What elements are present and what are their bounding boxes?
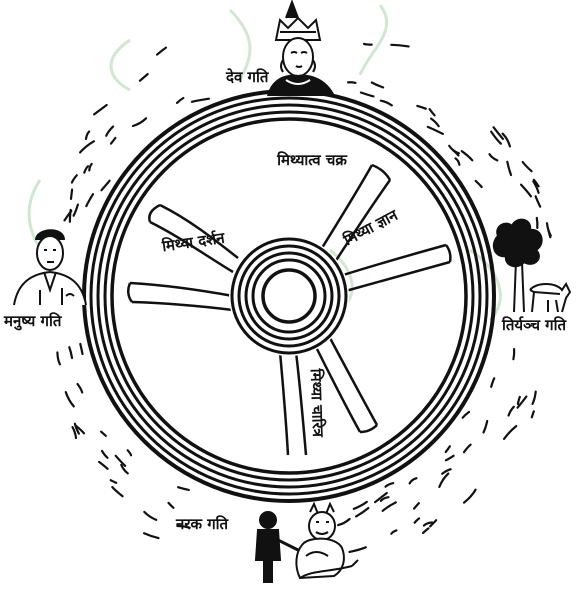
label-deva-gati: देव गति — [225, 68, 270, 86]
swirl-stroke — [507, 162, 511, 175]
swirl-stroke — [415, 518, 420, 522]
swirl-stroke — [169, 503, 174, 508]
swirl-stroke — [532, 411, 534, 417]
swirl-stroke — [386, 483, 394, 487]
swirl-stroke — [101, 432, 106, 436]
swirl-stroke — [86, 132, 89, 140]
swirl-stroke — [348, 82, 355, 83]
swirl-stroke — [89, 164, 91, 171]
swirl-stroke — [72, 175, 77, 182]
hell-scene-icon — [256, 504, 358, 582]
swirl-stroke — [383, 502, 396, 510]
swirl-stroke — [533, 392, 536, 404]
swirl-stroke — [144, 533, 158, 538]
spoke-label-charitra: मिथ्या चारित्र — [307, 367, 327, 437]
swirl-stroke — [523, 162, 532, 171]
swirl-stroke — [430, 109, 435, 115]
swirl-stroke — [549, 230, 551, 237]
swirl-stroke — [361, 93, 374, 97]
wheel-title: मिथ्यात्व चक्र — [276, 151, 348, 169]
swirl-stroke — [86, 194, 93, 206]
swirl-stroke — [178, 487, 189, 490]
swirl-stroke — [192, 99, 209, 102]
label-tiryanch-gati: तिर्यञ्च गति — [501, 316, 568, 334]
swirl-stroke — [431, 119, 439, 127]
swirl-stroke — [536, 196, 541, 206]
swirl-stroke — [133, 118, 146, 126]
swirl-stroke — [381, 101, 392, 106]
swirl-stroke — [463, 412, 469, 418]
swirl-stroke — [144, 512, 156, 520]
swirl-stroke — [476, 181, 482, 187]
swirl-stroke — [537, 218, 538, 228]
swirl-stroke — [350, 547, 366, 552]
swirl-stroke — [410, 478, 417, 483]
swirl-stroke — [66, 392, 74, 406]
swirl-stroke — [490, 154, 498, 160]
swirl-stroke — [338, 519, 350, 525]
swirl-stroke — [80, 344, 82, 354]
swirl-stroke — [503, 134, 510, 147]
swirl-stroke — [414, 503, 419, 508]
swirl-stroke — [484, 421, 488, 433]
human-figure-icon — [14, 230, 86, 305]
deity-figure-icon — [268, 2, 334, 96]
swirl-stroke — [364, 44, 372, 45]
swirl-stroke — [513, 349, 514, 359]
spoke-bottom-left — [280, 352, 306, 455]
swirl-stroke — [446, 456, 454, 461]
swirl-stroke — [106, 127, 113, 136]
swirl-stroke — [111, 138, 115, 144]
swirl-stroke — [140, 74, 148, 81]
wheel: मिथ्यात्व चक्र मिथ्या दर्शन मिथ्या ज्ञान… — [84, 91, 494, 501]
label-naraka-gati: नरक गति — [175, 515, 230, 533]
swirl-stroke — [462, 151, 473, 160]
swirl-stroke — [417, 106, 426, 109]
swirl-stroke — [521, 185, 531, 197]
swirl-stroke — [446, 446, 450, 452]
swirl-stroke — [464, 445, 471, 453]
tree-and-animal-icon — [494, 220, 570, 312]
swirl-stroke — [504, 426, 516, 439]
label-manushya-gati: मनुष्य गति — [3, 312, 63, 331]
swirl-stroke — [464, 490, 476, 503]
spoke-left — [128, 283, 233, 310]
swirl-stroke — [491, 378, 494, 386]
swirl-stroke — [157, 48, 166, 55]
swirl-stroke — [391, 530, 396, 533]
swirl-stroke — [74, 205, 78, 216]
swirl-stroke — [518, 397, 520, 404]
swirl-stroke — [391, 45, 408, 47]
swirl-stroke — [69, 347, 72, 358]
swirl-stroke — [57, 353, 60, 365]
swirl-stroke — [177, 98, 183, 103]
swirl-stroke — [71, 190, 72, 199]
swirl-stroke — [354, 502, 367, 509]
swirl-stroke — [428, 127, 443, 134]
swirl-stroke — [99, 462, 108, 469]
swirl-stroke — [509, 407, 514, 416]
swirl-stroke — [102, 451, 108, 458]
swirl-stroke — [84, 166, 88, 172]
swirl-stroke — [423, 528, 428, 533]
swirl-stroke — [456, 158, 460, 164]
swirl-stroke — [94, 105, 107, 114]
swirl-stroke — [128, 450, 131, 455]
swirl-stroke — [372, 83, 383, 88]
spoke-right — [340, 245, 450, 292]
swirl-stroke — [111, 480, 117, 483]
swirl-stroke — [356, 508, 368, 516]
swirl-stroke — [112, 487, 122, 496]
swirl-stroke — [439, 474, 448, 487]
swirl-stroke — [442, 469, 451, 474]
swirl-stroke — [80, 141, 94, 152]
swirl-stroke — [102, 181, 110, 191]
spoke-label-gyan: मिथ्या ज्ञान — [340, 206, 401, 250]
swirl-stroke — [78, 384, 83, 392]
